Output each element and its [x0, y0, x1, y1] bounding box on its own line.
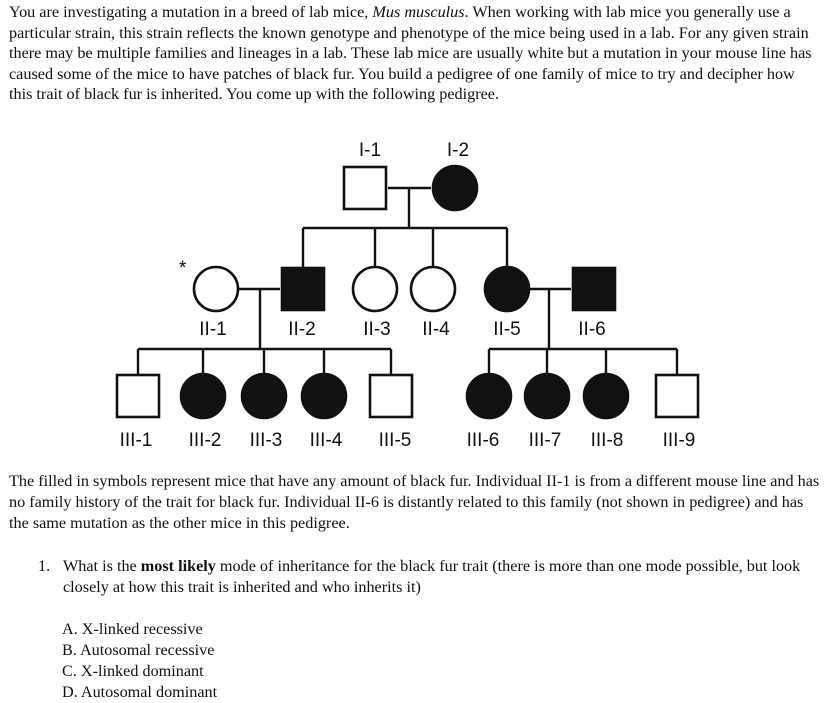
question-emphasis: most likely: [140, 557, 216, 575]
label-iii-8: III-8: [591, 430, 624, 451]
pedigree-symbols: [115, 164, 700, 420]
label-ii-3: II-3: [363, 319, 390, 340]
question-text: What is the most likely mode of inherita…: [63, 556, 813, 598]
female-circle-iii-2: [179, 372, 227, 420]
label-iii-4: III-4: [310, 430, 343, 451]
question-pre: What is the: [63, 557, 141, 575]
legend-paragraph: The filled in symbols represent mice tha…: [9, 472, 820, 532]
label-iii-5: III-5: [379, 430, 412, 451]
intro-part2: . When working with lab mice you general…: [9, 3, 812, 104]
label-i-2: I-2: [447, 140, 469, 161]
female-circle-ii-5: [483, 265, 531, 313]
male-square-iii-5: [368, 373, 414, 419]
female-circle-i-2: [431, 164, 479, 212]
female-circle-ii-3: [351, 265, 399, 313]
label-i-1: I-1: [359, 140, 381, 161]
label-iii-1: III-1: [120, 430, 153, 451]
label-iii-3: III-3: [250, 430, 283, 451]
option-c[interactable]: C. X-linked dominant: [62, 662, 204, 680]
species-name: Mus musculus: [372, 3, 465, 21]
male-square-iii-9: [654, 373, 700, 419]
female-circle-iii-4: [300, 372, 348, 420]
male-square-iii-1: [115, 373, 161, 419]
option-d[interactable]: D. Autosomal dominant: [62, 683, 218, 701]
proband-star: *: [179, 258, 187, 279]
female-circle-ii-4: [409, 265, 457, 313]
label-iii-6: III-6: [467, 430, 500, 451]
female-circle-ii-1: [192, 265, 240, 313]
female-circle-iii-7: [523, 372, 571, 420]
option-a[interactable]: A. X-linked recessive: [62, 620, 203, 638]
label-iii-7: III-7: [529, 430, 562, 451]
label-ii-2: II-2: [288, 319, 315, 340]
label-iii-9: III-9: [663, 430, 696, 451]
answer-options: A. X-linked recessive B. Autosomal reces…: [62, 619, 217, 703]
female-circle-iii-3: [240, 372, 288, 420]
question-1: 1. What is the most likely mode of inher…: [38, 556, 813, 598]
label-iii-2: III-2: [189, 430, 222, 451]
intro-part1: You are investigating a mutation in a br…: [9, 3, 373, 21]
female-circle-iii-6: [465, 372, 513, 420]
label-ii-1: II-1: [199, 319, 226, 340]
label-ii-4: II-4: [422, 319, 450, 340]
option-b[interactable]: B. Autosomal recessive: [62, 641, 215, 659]
label-ii-5: II-5: [493, 319, 520, 340]
pedigree-lines: [136, 186, 679, 376]
male-square-ii-6: [571, 266, 617, 312]
label-ii-6: II-6: [578, 319, 605, 340]
question-post: mode of inheritance for the black fur tr…: [63, 557, 801, 596]
male-square-ii-2: [280, 266, 326, 312]
intro-paragraph: You are investigating a mutation in a br…: [9, 2, 821, 105]
question-number: 1.: [38, 557, 51, 575]
female-circle-iii-8: [582, 372, 630, 420]
male-square-i-1: [342, 165, 388, 211]
